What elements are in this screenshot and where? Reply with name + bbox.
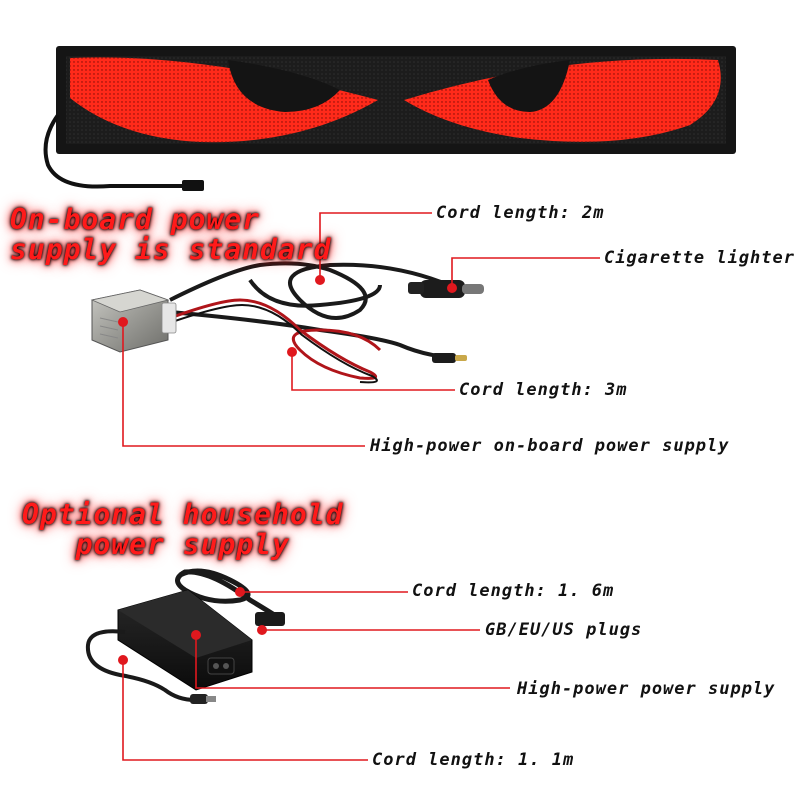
optional-heading: Optional household power supply — [22, 500, 343, 560]
right-eye — [404, 58, 721, 142]
label-plugs: GB/EU/US plugs — [485, 620, 643, 640]
dc-plug — [432, 353, 467, 363]
label-cord-3m: Cord length: 3m — [459, 380, 628, 400]
label-cord-1-1m: Cord length: 1. 1m — [372, 750, 575, 770]
label-power-supply: High-power power supply — [517, 679, 776, 699]
optional-heading-line-1: Optional household — [22, 498, 344, 531]
onboard-heading: On-board power supply is standard — [10, 205, 331, 265]
onboard-converter-box — [90, 289, 177, 353]
cigarette-plug — [408, 280, 484, 298]
left-eye — [70, 57, 378, 143]
label-cigarette-lighter: Cigarette lighter — [604, 248, 795, 268]
label-onboard-supply: High-power on-board power supply — [370, 436, 730, 456]
optional-heading-line-2: power supply — [75, 528, 290, 561]
led-panel — [43, 46, 736, 191]
household-power-kit — [85, 568, 285, 704]
callout-dots — [118, 275, 457, 665]
callout-lines — [122, 212, 600, 761]
label-cord-2m: Cord length: 2m — [436, 203, 605, 223]
onboard-heading-line-1: On-board power — [10, 203, 261, 236]
onboard-power-kit — [90, 261, 484, 384]
label-cord-1-6m: Cord length: 1. 6m — [412, 581, 615, 601]
onboard-heading-line-2: supply is standard — [10, 233, 332, 266]
